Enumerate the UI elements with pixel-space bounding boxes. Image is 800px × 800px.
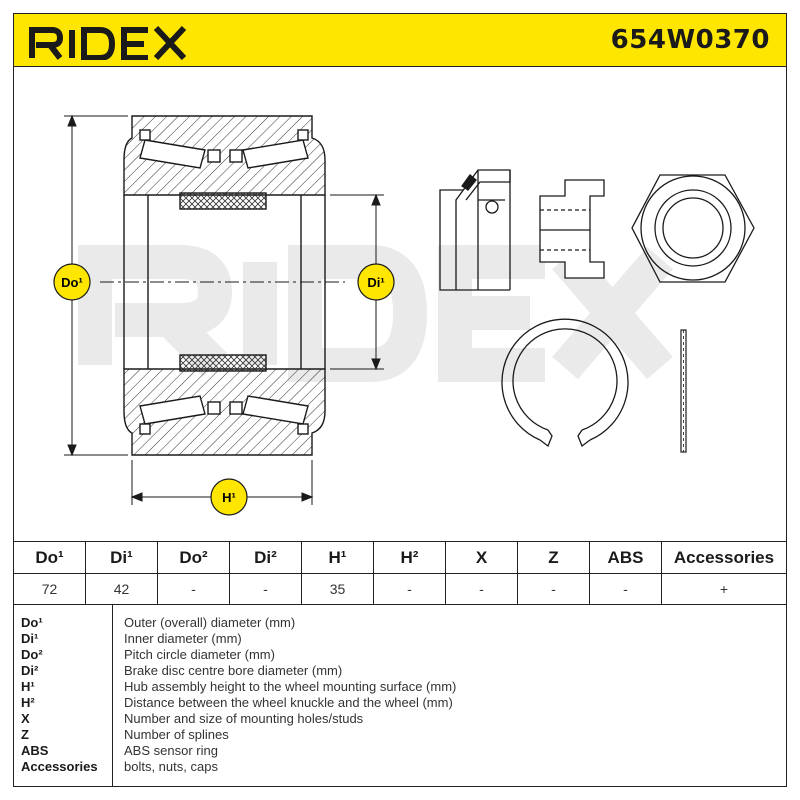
technical-drawing-frame: [13, 67, 787, 542]
legend-key: ABS: [21, 743, 49, 758]
legend-key: H¹: [21, 679, 35, 694]
legend-value: Number and size of mounting holes/studs: [124, 711, 364, 726]
column-header: H¹: [301, 541, 374, 574]
legend-key: H²: [21, 695, 35, 710]
column-header: X: [445, 541, 518, 574]
svg-text:H¹: H¹: [222, 490, 236, 505]
column-header: Do²: [157, 541, 230, 574]
ridex-logo: [29, 25, 187, 60]
bearing-cross-section: [100, 115, 345, 456]
column-header: Do¹: [13, 541, 86, 574]
svg-text:Do¹: Do¹: [61, 275, 83, 290]
legend-box: Do¹ Outer (overall) diameter (mm) Di¹ In…: [13, 605, 787, 787]
table-cell: +: [661, 573, 787, 605]
table-cell: -: [157, 573, 230, 605]
legend-value: Outer (overall) diameter (mm): [124, 615, 296, 630]
table-cell: -: [517, 573, 590, 605]
legend-key: Di²: [21, 663, 39, 678]
specs-table: Do¹ Di¹ Do² Di² H¹ H² X Z ABS Accessorie…: [13, 541, 787, 605]
table-cell: -: [373, 573, 446, 605]
legend-value: Number of splines: [124, 727, 229, 742]
legend-key: X: [21, 711, 30, 726]
specs-value-row: 72 42 - - 35 - - - - +: [13, 573, 787, 605]
column-header: Di¹: [85, 541, 158, 574]
circlip-side-view-icon: [680, 329, 687, 453]
sleeve-side-view-icon: [539, 179, 605, 279]
legend-key: Do²: [21, 647, 43, 662]
legend-value: Inner diameter (mm): [124, 631, 242, 646]
table-cell: -: [445, 573, 518, 605]
column-header: ABS: [589, 541, 662, 574]
column-header: Di²: [229, 541, 302, 574]
legend-value: bolts, nuts, caps: [124, 759, 218, 774]
legend-key: Di¹: [21, 631, 39, 646]
circlip-icon: [501, 318, 629, 448]
column-header: Accessories: [661, 541, 787, 574]
table-cell: -: [589, 573, 662, 605]
table-cell: 72: [13, 573, 86, 605]
legend-value: Pitch circle diameter (mm): [124, 647, 275, 662]
specs-header-row: Do¹ Di¹ Do² Di² H¹ H² X Z ABS Accessorie…: [13, 541, 787, 574]
seal-profile-icon: [439, 169, 511, 291]
legend-value: Hub assembly height to the wheel mountin…: [124, 679, 457, 694]
legend-key: Do¹: [21, 615, 43, 630]
technical-drawing: Do¹ Di¹ H¹: [53, 114, 755, 516]
svg-text:Di¹: Di¹: [367, 275, 384, 290]
hex-nut-front-view-icon: [631, 174, 755, 283]
legend-key: Accessories: [21, 759, 98, 774]
badge-outer-diameter: Do¹: [53, 263, 91, 301]
table-cell: -: [229, 573, 302, 605]
badge-inner-diameter: Di¹: [357, 263, 395, 301]
part-number: 654W0370: [610, 25, 770, 55]
table-cell: 42: [85, 573, 158, 605]
watermark-logo: [78, 245, 673, 382]
legend-value: ABS sensor ring: [124, 743, 218, 758]
column-header: H²: [373, 541, 446, 574]
legend-value: Distance between the wheel knuckle and t…: [124, 695, 453, 710]
table-cell: 35: [301, 573, 374, 605]
header-bar: 654W0370: [13, 13, 787, 67]
legend-key: Z: [21, 727, 29, 742]
legend-value: Brake disc centre bore diameter (mm): [124, 663, 343, 678]
badge-height: H¹: [210, 478, 248, 516]
column-header: Z: [517, 541, 590, 574]
legend-divider: [112, 605, 113, 786]
